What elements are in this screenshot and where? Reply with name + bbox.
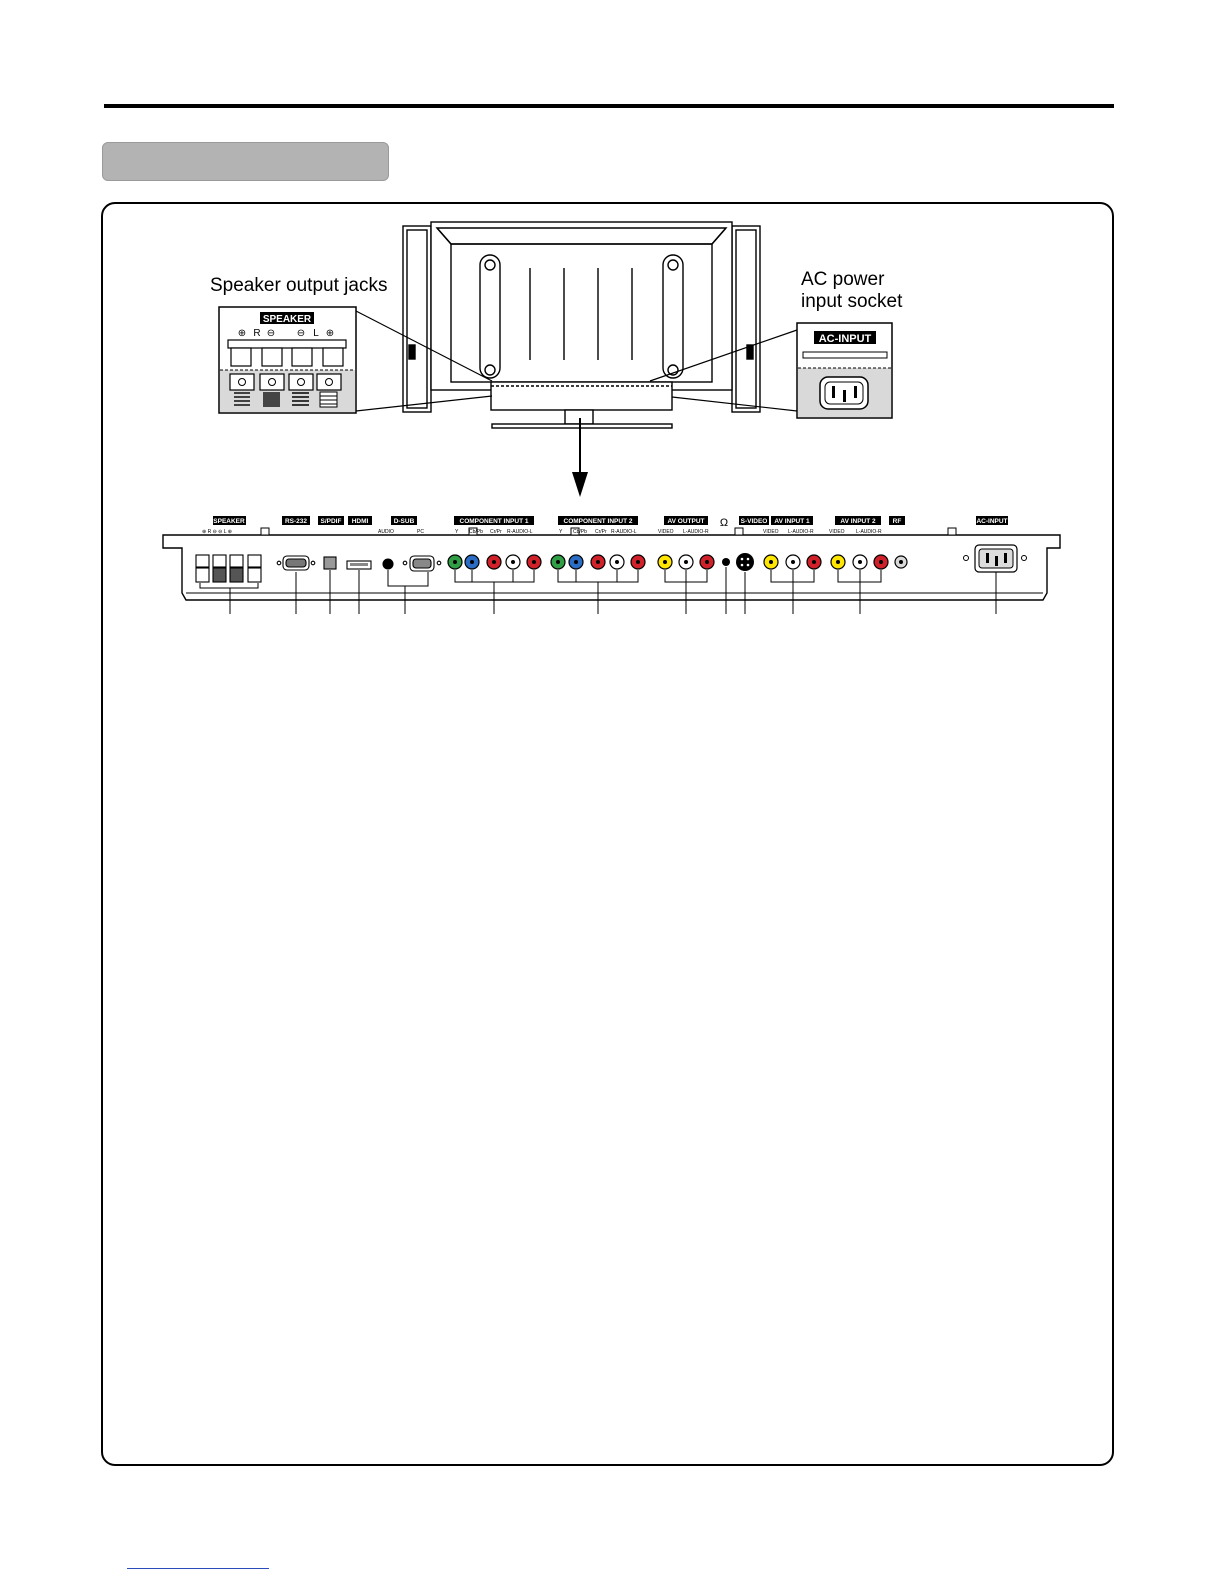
label-av-input-2: AV INPUT 2	[840, 518, 876, 525]
headphone-jack	[722, 558, 730, 566]
label-av-input-1: AV INPUT 1	[774, 518, 810, 525]
sublabel-avout-video: VIDEO	[658, 529, 674, 535]
s-video-jack	[736, 553, 754, 571]
dsub-audio-jack	[382, 558, 394, 570]
sublabel-c1-cr: Cr/Pr	[490, 529, 502, 535]
sublabel-c1-audio: R-AUDIO-L	[507, 529, 533, 535]
right-speaker-inner	[735, 229, 757, 409]
sublabel-av1-video: VIDEO	[763, 529, 779, 535]
sublabel-dsub-pc: PC	[417, 529, 424, 535]
ac-callout-line1: AC power	[801, 269, 885, 290]
leader-lines	[199, 567, 997, 614]
connector-panel	[162, 527, 1061, 601]
panel-labels: SPEAKER RS-232 S/PDIF HDMI D-SUB COMPONE…	[213, 516, 1008, 529]
headphone-icon: Ω	[720, 517, 728, 529]
header-rule	[104, 104, 1114, 108]
speaker-terminals	[195, 554, 262, 583]
sublabel-c2-audio: R-AUDIO-L	[611, 529, 637, 535]
right-bracket	[746, 344, 754, 360]
down-arrow	[572, 418, 588, 497]
label-dsub: D-SUB	[394, 518, 415, 525]
sublabel-av1-audio: L-AUDIO-R	[788, 529, 814, 535]
panel-ac-input-socket	[963, 544, 1027, 573]
speaker-callout: Speaker output jacks	[210, 275, 388, 296]
zoom-l-label: L	[313, 328, 319, 339]
ac-input-zoom-panel: AC-INPUT	[649, 322, 893, 419]
svg-text:⊕ R ⊖ ⊖ L ⊕: ⊕ R ⊖ ⊖ L ⊕	[202, 529, 232, 535]
sublabel-c2-cb: Cb/Pb	[573, 529, 587, 535]
ac-callout-line2: input socket	[801, 291, 903, 312]
sublabel-dsub-audio: AUDIO	[378, 529, 394, 535]
sublabel-c2-cr: Cr/Pr	[595, 529, 607, 535]
label-av-output: AV OUTPUT	[667, 518, 704, 525]
label-spdif: S/PDIF	[321, 518, 342, 525]
speaker-zoom-panel: SPEAKER ⊕ R ⊖ ⊖ L ⊕	[218, 306, 493, 414]
svg-text:⊕: ⊕	[326, 328, 334, 339]
panel-sublabels: ⊕ R ⊖ ⊖ L ⊕ AUDIO PC Y Cb/Pb Cr/Pr R-AUD…	[202, 529, 882, 535]
svg-text:⊖: ⊖	[297, 328, 305, 339]
zoom-r-label: R	[253, 328, 260, 339]
label-ac-input: AC-INPUT	[976, 518, 1007, 525]
spdif-port	[323, 556, 337, 570]
label-hdmi: HDMI	[352, 518, 369, 525]
svg-text:⊖: ⊖	[267, 328, 275, 339]
left-speaker-inner	[406, 229, 428, 409]
label-rs232: RS-232	[285, 518, 307, 525]
content-frame	[101, 202, 1114, 1466]
footer-link-underline	[127, 1568, 269, 1569]
sublabel-av2-audio: L-AUDIO-R	[856, 529, 882, 535]
section-title-tab	[102, 142, 389, 181]
tv-left-handle	[479, 254, 501, 379]
sublabel-c1-y: Y	[455, 529, 459, 535]
label-rf: RF	[893, 518, 902, 525]
connectors	[195, 554, 442, 583]
left-bracket	[408, 344, 416, 360]
label-s-video: S-VIDEO	[741, 518, 768, 525]
label-component-1: COMPONENT INPUT 1	[460, 518, 529, 525]
sublabel-av2-video: VIDEO	[829, 529, 845, 535]
sublabel-c2-y: Y	[559, 529, 563, 535]
tv-right-handle	[662, 254, 684, 379]
tv-rear-view	[402, 221, 761, 429]
svg-text:⊕: ⊕	[238, 328, 246, 339]
zoom-ac-label: AC-INPUT	[819, 333, 872, 345]
tv-body	[430, 221, 733, 391]
tv-stand-base	[491, 423, 673, 429]
zoom-speaker-label: SPEAKER	[263, 314, 312, 325]
sublabel-avout-audio: L-AUDIO-R	[683, 529, 709, 535]
label-component-2: COMPONENT INPUT 2	[564, 518, 633, 525]
label-speaker: SPEAKER	[213, 518, 245, 525]
sublabel-c1-cb: Cb/Pb	[469, 529, 483, 535]
